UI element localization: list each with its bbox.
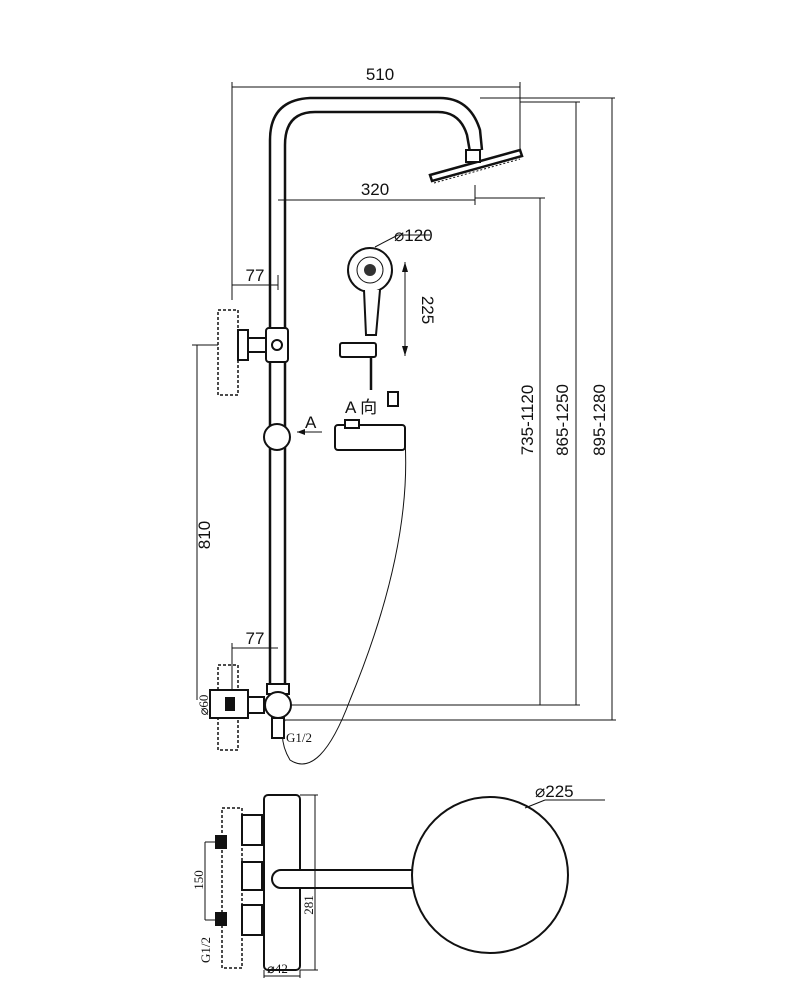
dim-mixer-diameter: ⌀42 bbox=[267, 961, 288, 976]
dim-735-1120: 735-1120 bbox=[518, 385, 537, 456]
dim-overall-width: 510 bbox=[231, 65, 521, 300]
arrow-a-label: A bbox=[305, 413, 317, 432]
dim-arm-length: 320 bbox=[278, 180, 476, 205]
dim-bracket-spacing: 810 bbox=[192, 344, 218, 700]
rain-shower-head bbox=[428, 148, 524, 184]
dim-inlet-thread: G1/2 bbox=[198, 937, 213, 963]
dim-225-hand: 225 bbox=[418, 296, 437, 324]
dim-281: 281 bbox=[301, 895, 316, 915]
lower-mixer: 77 ⌀60 G1/2 bbox=[196, 629, 312, 751]
dim-outlet-thread: G1/2 bbox=[286, 730, 312, 745]
slider: A bbox=[263, 413, 322, 451]
dim-height-ranges: 735-1120 865-1250 895-1280 bbox=[285, 98, 616, 721]
dim-895-1280: 895-1280 bbox=[590, 384, 609, 456]
riser-pipe bbox=[268, 96, 484, 700]
dim-hand-diameter: ⌀120 bbox=[394, 226, 433, 245]
dim-77-upper: 77 bbox=[246, 266, 265, 285]
hand-shower: ⌀120 225 bbox=[339, 226, 437, 390]
dim-150: 150 bbox=[191, 870, 206, 890]
dim-320: 320 bbox=[361, 180, 389, 199]
view-a-detail: A 向 bbox=[281, 391, 407, 765]
dim-510: 510 bbox=[366, 65, 394, 84]
view-a-label: A 向 bbox=[345, 398, 377, 417]
dim-810: 810 bbox=[195, 521, 214, 549]
dim-wall-plate: ⌀60 bbox=[196, 695, 211, 716]
dim-head-diameter: ⌀225 bbox=[535, 782, 574, 801]
top-view: ⌀225 150 G1/2 281 ⌀42 bbox=[191, 782, 605, 978]
dim-865-1250: 865-1250 bbox=[553, 384, 572, 456]
dim-77-lower: 77 bbox=[246, 629, 265, 648]
upper-wall-bracket: 77 bbox=[217, 266, 289, 396]
